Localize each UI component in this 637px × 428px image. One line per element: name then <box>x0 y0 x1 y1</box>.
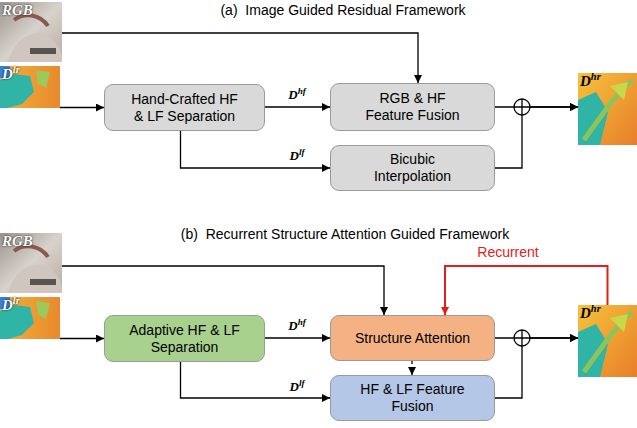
image-label: Dhr <box>580 305 601 322</box>
edge-label: Dhf <box>288 318 305 334</box>
process-box: Bicubic Interpolation <box>330 145 495 191</box>
process-box: Hand-Crafted HF & LF Separation <box>104 84 265 131</box>
image-label: Dhr <box>580 73 601 90</box>
edge-label: Recurrent <box>477 244 538 260</box>
image-node: Dhr <box>578 73 637 145</box>
flow-arrow <box>181 362 331 398</box>
image-label: RGB <box>2 233 33 250</box>
image-node: Dlr <box>0 297 60 339</box>
panel-title: (a) Image Guided Residual Framework <box>220 2 465 18</box>
image-label: RGB <box>2 2 33 19</box>
flow-arrow <box>62 266 384 315</box>
box-label: HF & LF Feature Fusion <box>354 381 472 415</box>
process-box: Adaptive HF & LF Separation <box>104 315 265 362</box>
depth-output <box>578 305 637 377</box>
panel-title: (b) Recurrent Structure Attention Guided… <box>181 226 509 242</box>
edge-label: Dhf <box>288 87 305 103</box>
flow-arrow <box>265 106 330 107</box>
sum-circle <box>514 99 530 115</box>
process-box: Structure Attention <box>330 315 495 361</box>
flow-arrow <box>181 131 331 168</box>
process-box: RGB & HF Feature Fusion <box>330 83 495 131</box>
image-node: RGB <box>0 2 62 62</box>
depth-output <box>578 73 637 145</box>
edge-label: Dlf <box>290 379 305 395</box>
image-node: RGB <box>0 233 62 293</box>
flow-arrow <box>411 361 412 375</box>
process-box: HF & LF Feature Fusion <box>330 375 495 421</box>
image-label: Dlr <box>2 66 20 83</box>
depth-lowres <box>0 297 60 339</box>
box-label: Structure Attention <box>355 330 470 347</box>
rgb-photo <box>0 233 62 293</box>
box-label: Adaptive HF & LF Separation <box>126 322 244 356</box>
rgb-photo <box>0 2 62 62</box>
depth-lowres <box>0 66 60 108</box>
image-node: Dhr <box>578 305 637 377</box>
box-label: Hand-Crafted HF & LF Separation <box>126 91 244 125</box>
flow-arrow <box>495 107 578 168</box>
flow-arrow <box>62 33 418 83</box>
box-label: RGB & HF Feature Fusion <box>354 90 472 124</box>
box-label: Bicubic Interpolation <box>354 151 472 185</box>
flow-arrow <box>495 338 578 398</box>
image-label: Dlr <box>2 297 20 314</box>
sum-circle <box>514 330 530 346</box>
image-node: Dlr <box>0 66 60 108</box>
flow-arrow <box>60 338 104 339</box>
flow-arrow <box>265 337 330 338</box>
edge-label: Dlf <box>290 148 305 164</box>
flow-arrow <box>60 107 104 108</box>
